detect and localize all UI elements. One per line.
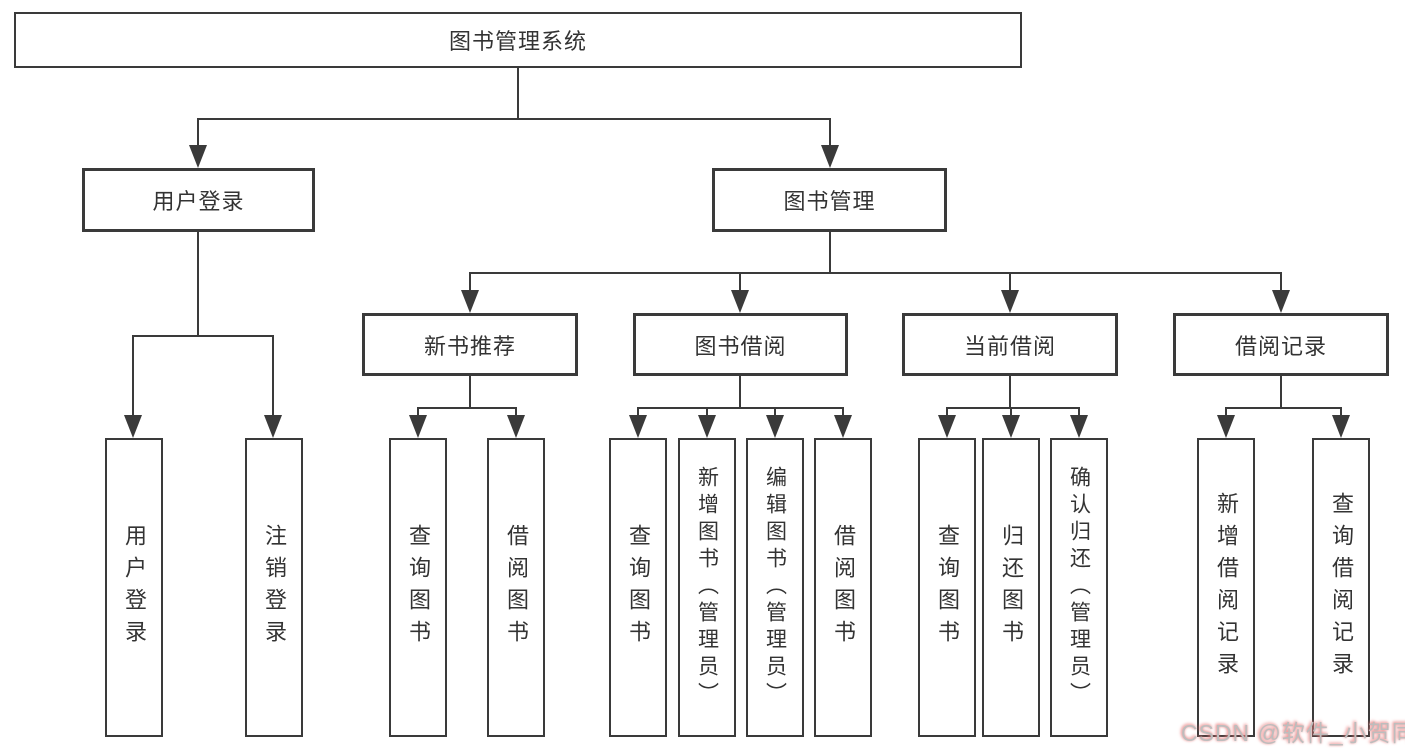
connector-line	[272, 335, 274, 419]
connector-line	[197, 118, 831, 120]
leaf-label: 查询图书	[935, 523, 960, 652]
leaf-label: 查询借阅记录	[1329, 491, 1354, 684]
node-current-borrow-label: 当前借阅	[963, 333, 1056, 359]
leaf-edit-books-admin: 编辑图书（管理员）	[746, 438, 804, 737]
arrow-down-icon	[1001, 290, 1019, 313]
node-root-label: 图书管理系统	[448, 29, 587, 54]
arrow-down-icon	[507, 415, 525, 438]
leaf-query-books-borrow: 查询图书	[609, 438, 667, 737]
arrow-down-icon	[409, 415, 427, 438]
leaf-add-borrow-record: 新增借阅记录	[1197, 438, 1255, 737]
leaf-query-books-current: 查询图书	[918, 438, 976, 737]
leaf-borrow-books-recommend: 借阅图书	[487, 438, 545, 737]
node-current-borrow: 当前借阅	[902, 313, 1118, 376]
leaf-label: 新增借阅记录	[1214, 491, 1239, 684]
leaf-label: 查询图书	[406, 523, 431, 652]
leaf-label: 归还图书	[999, 523, 1024, 652]
arrow-down-icon	[1002, 415, 1020, 438]
connector-line	[739, 376, 741, 409]
connector-line	[469, 376, 471, 409]
node-new-book-recommend-label: 新书推荐	[423, 333, 516, 359]
connector-line	[132, 335, 274, 337]
connector-line	[1280, 272, 1282, 294]
leaf-label: 新增图书（管理员）	[695, 466, 719, 709]
connector-line	[197, 232, 199, 337]
connector-line	[829, 118, 831, 148]
leaf-label: 编辑图书（管理员）	[763, 466, 787, 709]
connector-line	[1010, 407, 1012, 419]
connector-line	[739, 272, 741, 294]
connector-line	[417, 407, 517, 409]
leaf-label: 查询图书	[626, 523, 651, 652]
leaf-label: 借阅图书	[504, 523, 529, 652]
node-book-management-label: 图书管理	[783, 189, 876, 214]
connector-line	[132, 335, 134, 419]
node-book-borrow: 图书借阅	[633, 313, 848, 376]
csdn-watermark: CSDN @软件_小贺同学	[1181, 720, 1405, 746]
connector-line	[197, 118, 199, 148]
leaf-return-books: 归还图书	[982, 438, 1040, 737]
leaf-label: 注销登录	[262, 523, 287, 652]
leaf-query-books-recommend: 查询图书	[389, 438, 447, 737]
arrow-down-icon	[821, 145, 839, 168]
arrow-down-icon	[1070, 415, 1088, 438]
node-book-management: 图书管理	[712, 168, 947, 232]
arrow-down-icon	[461, 290, 479, 313]
connector-line	[417, 407, 419, 419]
connector-line	[774, 407, 776, 419]
connector-line	[1009, 272, 1011, 294]
leaf-query-borrow-record: 查询借阅记录	[1312, 438, 1370, 737]
node-book-borrow-label: 图书借阅	[694, 333, 787, 359]
leaf-borrow-books: 借阅图书	[814, 438, 872, 737]
arrow-down-icon	[124, 415, 142, 438]
node-user-login: 用户登录	[82, 168, 315, 232]
node-root: 图书管理系统	[14, 12, 1022, 68]
leaf-add-books-admin: 新增图书（管理员）	[678, 438, 736, 737]
arrow-down-icon	[834, 415, 852, 438]
node-new-book-recommend: 新书推荐	[362, 313, 578, 376]
connector-line	[515, 407, 517, 419]
connector-line	[1225, 407, 1342, 409]
arrow-down-icon	[766, 415, 784, 438]
leaf-label: 用户登录	[122, 523, 147, 652]
arrow-down-icon	[1272, 290, 1290, 313]
connector-line	[469, 272, 1282, 274]
connector-line	[946, 407, 1080, 409]
arrow-down-icon	[264, 415, 282, 438]
node-borrow-record: 借阅记录	[1173, 313, 1389, 376]
arrow-down-icon	[731, 290, 749, 313]
connector-line	[1280, 376, 1282, 409]
leaf-label: 确认归还（管理员）	[1067, 466, 1091, 709]
node-borrow-record-label: 借阅记录	[1234, 333, 1327, 359]
leaf-user-login: 用户登录	[105, 438, 163, 737]
connector-line	[469, 272, 471, 294]
connector-line	[946, 407, 948, 419]
connector-line	[1009, 376, 1011, 409]
arrow-down-icon	[698, 415, 716, 438]
connector-line	[517, 68, 519, 120]
leaf-label: 借阅图书	[831, 523, 856, 652]
connector-line	[1340, 407, 1342, 419]
arrow-down-icon	[1217, 415, 1235, 438]
connector-line	[829, 232, 831, 274]
connector-line	[1078, 407, 1080, 419]
arrow-down-icon	[189, 145, 207, 168]
node-user-login-label: 用户登录	[152, 189, 245, 214]
leaf-logout: 注销登录	[245, 438, 303, 737]
arrow-down-icon	[938, 415, 956, 438]
connector-line	[842, 407, 844, 419]
arrow-down-icon	[1332, 415, 1350, 438]
connector-line	[706, 407, 708, 419]
leaf-confirm-return-admin: 确认归还（管理员）	[1050, 438, 1108, 737]
connector-line	[1225, 407, 1227, 419]
connector-line	[637, 407, 844, 409]
connector-line	[637, 407, 639, 419]
arrow-down-icon	[629, 415, 647, 438]
